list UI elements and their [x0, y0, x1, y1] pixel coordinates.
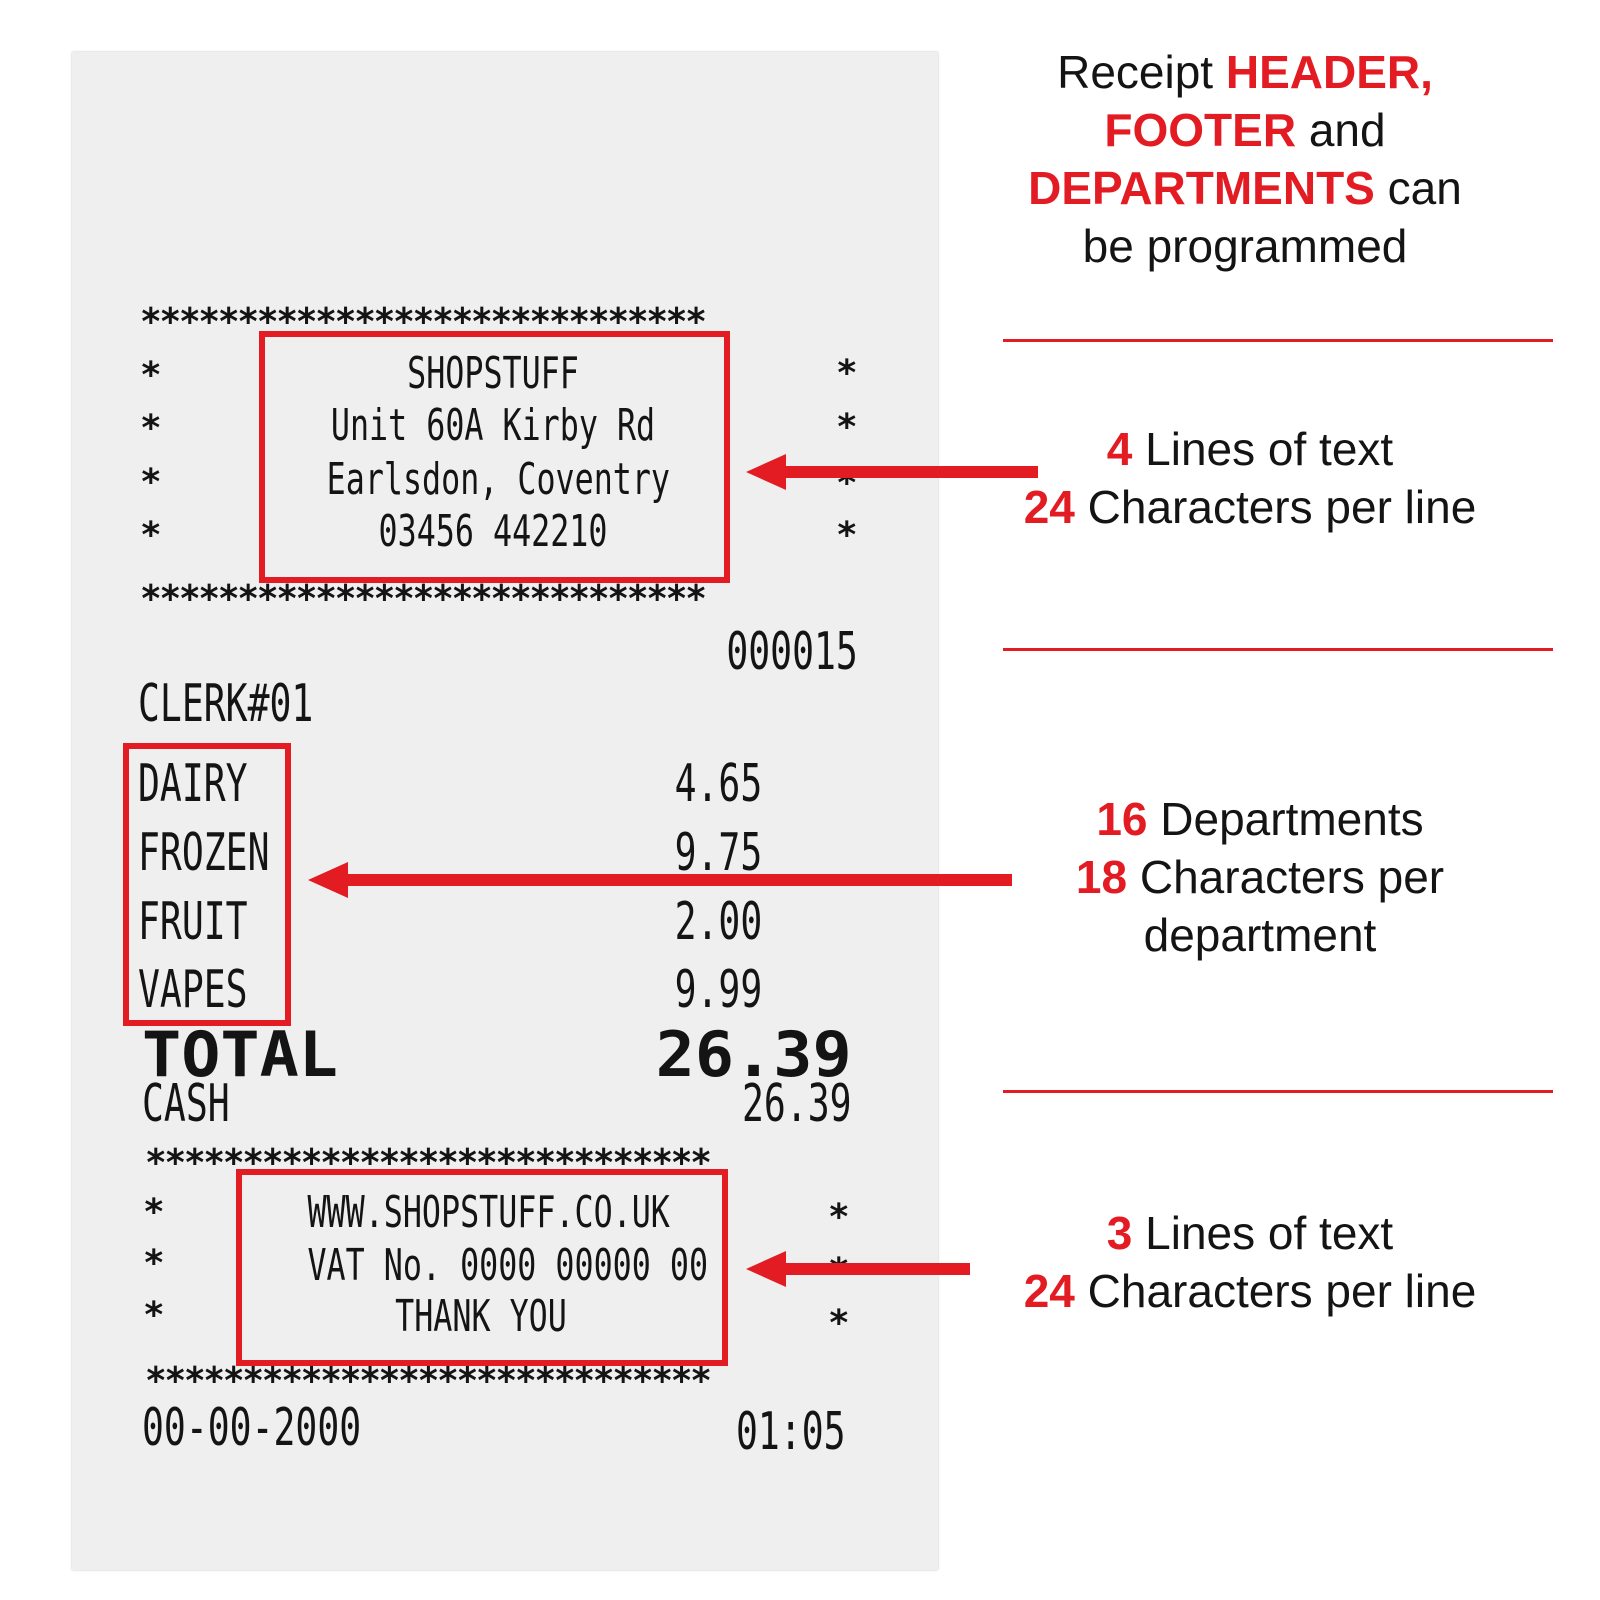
header-star-left-2: * [140, 408, 162, 449]
receipt-date: 00-00-2000 [142, 1398, 362, 1458]
footer-bottom-stars: ***************************** [145, 1359, 712, 1403]
footer-line-1: WWW.SHOPSTUFF.CO.UK [307, 1187, 670, 1238]
receipt-paper [72, 52, 938, 1570]
cash-label: CASH [142, 1074, 230, 1134]
header-line-3: Earlsdon, Coventry [326, 454, 670, 505]
departments-note-line-2: 18 Characters per [1075, 850, 1445, 903]
total-value: 26.39 [656, 1018, 852, 1091]
dept-name: VAPES [138, 960, 248, 1020]
header-line-1: SHOPSTUFF [407, 348, 579, 399]
header-note-line-1: 4 Lines of text [1106, 423, 1394, 475]
footer-note-line-2: 24 Characters per line [1023, 1264, 1477, 1317]
footer-line-3: THANK YOU [395, 1291, 567, 1342]
intro-line-4: be programmed [1082, 219, 1408, 272]
header-note-line-2: 24 Characters per line [1023, 480, 1477, 533]
divider-rule-3 [1003, 1090, 1553, 1093]
intro-line-1: Receipt HEADER, [1057, 46, 1433, 98]
header-note: 4 Lines of text 24 Characters per line [975, 421, 1525, 537]
departments-note-line-1: 16 Departments [1096, 793, 1424, 845]
intro-note: Receipt HEADER, FOOTER and DEPARTMENTS c… [975, 44, 1515, 276]
header-arrow-icon [746, 454, 1038, 490]
clerk-label: CLERK#01 [138, 674, 314, 734]
dept-price: 9.75 [674, 823, 762, 883]
header-star-right-1: * [836, 353, 858, 394]
footer-star-right-1: * [828, 1197, 850, 1238]
dept-name: FROZEN [138, 823, 270, 883]
footer-note-line-1: 3 Lines of text [1106, 1207, 1394, 1259]
footer-note: 3 Lines of text 24 Characters per line [975, 1205, 1525, 1321]
receipt-time: 01:05 [736, 1402, 846, 1462]
header-line-2: Unit 60A Kirby Rd [330, 400, 656, 451]
divider-rule-2 [1003, 648, 1553, 651]
footer-star-right-3: * [828, 1303, 850, 1344]
header-text-block: SHOPSTUFF Unit 60A Kirby Rd Earlsdon, Co… [262, 340, 724, 580]
header-star-left-1: * [140, 355, 162, 396]
footer-highlight-box [236, 1169, 728, 1366]
footer-star-left-3: * [143, 1295, 165, 1336]
departments-note-line-3: department [1143, 908, 1377, 961]
footer-star-left-2: * [143, 1243, 165, 1284]
intro-line-3: DEPARTMENTS can [1028, 161, 1462, 214]
dept-price: 2.00 [674, 892, 762, 952]
intro-line-2: FOOTER and [1104, 103, 1386, 156]
departments-arrow-icon [308, 862, 1012, 898]
footer-text-block: WWW.SHOPSTUFF.CO.UK VAT No. 0000 00000 0… [240, 1175, 722, 1360]
departments-highlight-box [123, 743, 291, 1026]
departments-note: 16 Departments 18 Characters per departm… [1000, 791, 1520, 965]
cash-value: 26.39 [742, 1074, 852, 1134]
dept-price: 9.99 [674, 960, 762, 1020]
header-star-right-2: * [836, 407, 858, 448]
footer-star-left-1: * [143, 1192, 165, 1233]
header-star-left-4: * [140, 515, 162, 556]
header-star-left-3: * [140, 462, 162, 503]
header-line-4: 03456 442210 [378, 506, 608, 557]
dept-name: DAIRY [138, 754, 248, 814]
header-highlight-box [259, 331, 730, 583]
dept-name: FRUIT [138, 892, 248, 952]
receipt-number: 000015 [726, 622, 858, 682]
footer-arrow-icon [746, 1251, 970, 1287]
divider-rule-1 [1003, 339, 1553, 342]
header-bottom-stars: ***************************** [140, 577, 707, 621]
total-label: TOTAL [142, 1018, 338, 1091]
dept-price: 4.65 [674, 754, 762, 814]
header-star-right-4: * [836, 515, 858, 556]
